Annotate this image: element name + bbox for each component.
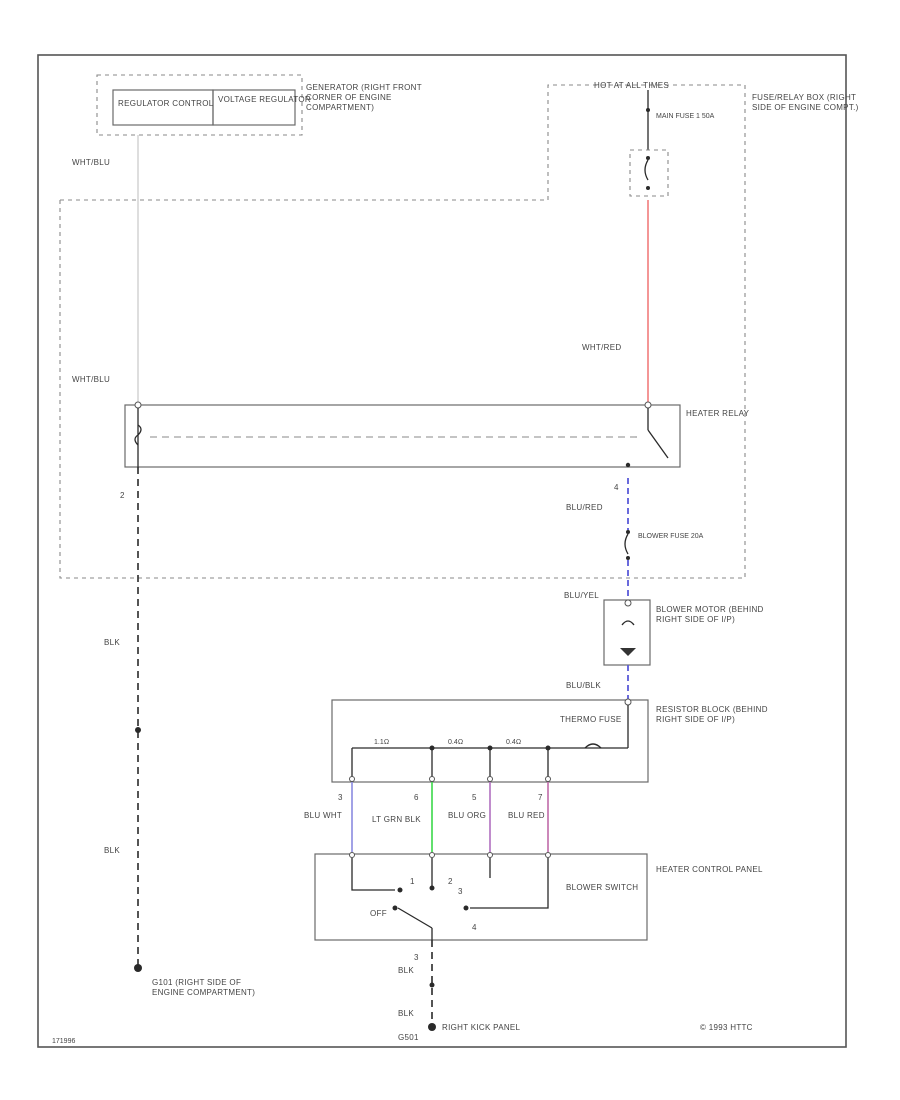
switch-2-label: 2 <box>448 877 453 886</box>
wire-lt-grn-blk-label: LT GRN BLK <box>372 815 421 824</box>
heater-control-panel-label: HEATER CONTROL PANEL <box>656 865 763 874</box>
diagram-code: 171996 <box>52 1038 75 1045</box>
wire-blu-red-label: BLU/RED <box>566 503 603 512</box>
blower-switch-label: BLOWER SWITCH <box>566 883 638 892</box>
wire-blk-sw-label: BLK <box>398 966 414 975</box>
blower-fuse-label: BLOWER FUSE 20A <box>638 533 704 540</box>
resistor-1-label: 1.1Ω <box>374 739 389 746</box>
voltage-regulator-label: VOLTAGE REGULATOR <box>218 95 311 104</box>
blk-pin-label: 3 <box>414 953 419 962</box>
switch-1-label: 1 <box>410 877 415 886</box>
ground-g501 <box>428 1023 436 1031</box>
wire-blu-yel-label: BLU/YEL <box>564 591 599 600</box>
pin-4-label: 4 <box>614 483 619 492</box>
pin-c-label: 5 <box>472 793 477 802</box>
ground-g501-label: RIGHT KICK PANEL <box>442 1023 521 1032</box>
pin-a-label: 3 <box>338 793 343 802</box>
resistor-block: 1.1Ω 0.4Ω 0.4Ω THERMO FUSE RESISTOR BLOC… <box>331 698 768 783</box>
switch-3-label: 3 <box>458 887 463 896</box>
resistor-3-label: 0.4Ω <box>506 739 521 746</box>
pin-b-label: 6 <box>414 793 419 802</box>
wire-blu-red-2-label: BLU RED <box>508 811 545 820</box>
wire-blk-gnd-label: BLK <box>398 1009 414 1018</box>
regulator-control-label: REGULATOR CONTROL <box>118 99 214 108</box>
wire-wht-blu-top-label: WHT/BLU <box>72 158 110 167</box>
heater-relay: HEATER RELAY <box>124 401 750 468</box>
heater-control-panel: OFF 1 2 3 4 BLOWER SWITCH HEATER CONTROL… <box>314 852 763 941</box>
pin-d-label: 7 <box>538 793 543 802</box>
main-fuse: MAIN FUSE 1 50A <box>629 90 715 197</box>
switch-off-label: OFF <box>370 909 387 918</box>
wire-blu-org-label: BLU ORG <box>448 811 486 820</box>
blower-fuse: BLOWER FUSE 20A <box>624 530 704 560</box>
heater-relay-label: HEATER RELAY <box>686 409 750 418</box>
pin-2-label: 2 <box>120 491 125 500</box>
switch-wires: 3 6 5 7 BLU WHT LT GRN BLK BLU ORG BLU R… <box>304 782 549 852</box>
wire-blk-1-label: BLK <box>104 638 120 647</box>
wire-wht-red-label: WHT/RED <box>582 343 621 352</box>
outer-frame <box>37 54 847 1048</box>
switch-4-label: 4 <box>472 923 477 932</box>
generator: REGULATOR CONTROL VOLTAGE REGULATOR GENE… <box>96 74 422 136</box>
wire-blu-wht-label: BLU WHT <box>304 811 342 820</box>
main-fuse-label: MAIN FUSE 1 50A <box>656 113 715 120</box>
wire-blu-blk-label: BLU/BLK <box>566 681 601 690</box>
g501-label: G501 <box>398 1033 419 1042</box>
copyright: © 1993 HTTC <box>700 1023 753 1032</box>
resistor-2-label: 0.4Ω <box>448 739 463 746</box>
ground-g101 <box>134 964 142 972</box>
thermo-fuse-label: THERMO FUSE <box>560 715 622 724</box>
hot-at-all-times-label: HOT AT ALL TIMES <box>594 81 669 90</box>
wire-wht-blu-mid-label: WHT/BLU <box>72 375 110 384</box>
wire-blk-2-label: BLK <box>104 846 120 855</box>
